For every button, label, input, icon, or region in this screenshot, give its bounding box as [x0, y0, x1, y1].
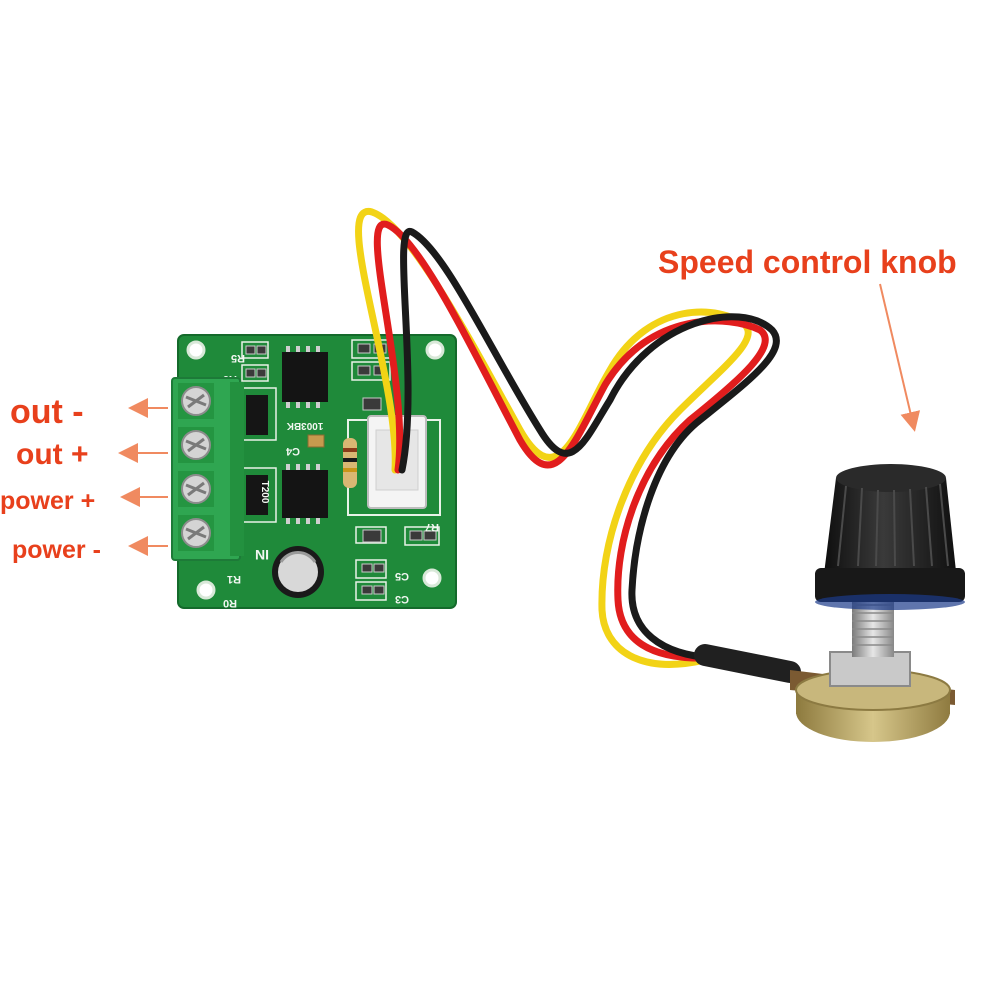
potentiometer — [790, 464, 965, 742]
heat-shrink-sleeve — [694, 644, 801, 683]
mosfet — [246, 475, 268, 515]
mounting-hole — [422, 568, 442, 588]
wire-yellow — [355, 208, 804, 684]
electrolytic-capacitor — [272, 546, 324, 598]
screw-terminal-power-minus — [178, 515, 214, 551]
pcb-label-r0: R0 — [223, 597, 237, 609]
wire-harness — [355, 208, 804, 684]
label-power-plus: power + — [0, 487, 96, 515]
screw-terminal-out-minus — [178, 383, 214, 419]
pcb-label-r5: R5 — [231, 352, 245, 364]
pcb-label-in: IN — [255, 547, 269, 563]
pcb-label-c3: C3 — [395, 593, 409, 605]
mounting-hole — [425, 340, 445, 360]
wire-black — [398, 228, 804, 680]
pcb-label-chip-top: 1003BK — [286, 420, 323, 431]
pcb-label-r7: R7 — [425, 521, 439, 533]
label-power-minus: power - — [12, 536, 101, 564]
smd-capacitor — [307, 434, 325, 448]
pcb-label-c5: C5 — [395, 570, 409, 582]
label-speed-control-knob: Speed control knob — [658, 244, 957, 280]
label-out-plus: out + — [16, 438, 89, 471]
ic-chip-top — [282, 346, 328, 408]
label-out-minus: out - — [10, 393, 84, 431]
screw-terminal-out-plus — [178, 427, 214, 463]
arrow-speed-knob — [879, 283, 921, 432]
ic-chip-bottom — [282, 464, 328, 524]
annotation-arrows — [118, 283, 921, 556]
mosfet — [246, 395, 268, 435]
pcb-label-c4: C4 — [285, 445, 300, 457]
mounting-hole — [196, 580, 216, 600]
control-knob — [815, 464, 965, 610]
screw-terminal-power-plus — [178, 471, 214, 507]
pot-nut — [829, 651, 911, 687]
pcb-label-chip-bottom: T200 — [259, 481, 270, 504]
pcb-label-r1: R1 — [227, 573, 241, 585]
mounting-hole — [186, 340, 206, 360]
axial-resistor — [343, 438, 357, 488]
screw-terminal-block — [171, 377, 244, 561]
